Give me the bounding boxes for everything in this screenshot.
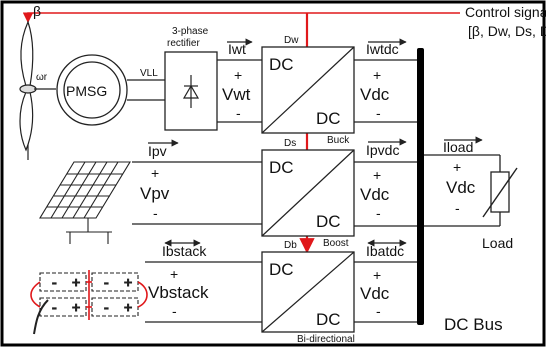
dc1-plus: + bbox=[373, 67, 381, 83]
converter-2-bottom: DC bbox=[316, 212, 341, 231]
stack-plus: + bbox=[170, 266, 178, 282]
variable-resistor-icon bbox=[482, 167, 518, 218]
converter-3-type: Bi-directional bbox=[297, 334, 355, 345]
svg-text:-: - bbox=[104, 299, 109, 315]
stack-minus: - bbox=[172, 303, 177, 319]
dc1-minus: - bbox=[376, 105, 381, 121]
iwtdc-label: Iwtdc bbox=[366, 41, 399, 57]
converter-3-bottom: DC bbox=[316, 310, 341, 329]
dc3-plus: + bbox=[373, 267, 381, 283]
vbstack-label: Vbstack bbox=[148, 283, 209, 302]
dc2-minus: - bbox=[376, 205, 381, 221]
ipv-label: Ipv bbox=[148, 143, 167, 159]
wind-turbine-icon bbox=[19, 20, 37, 160]
converter-2-type: Boost bbox=[323, 238, 349, 249]
converter-2-top: DC bbox=[269, 158, 294, 177]
pv-panel-icon bbox=[39, 161, 131, 244]
control-signals-title: Control signals bbox=[465, 4, 546, 20]
converter-2-duty: Ds bbox=[284, 138, 296, 149]
svg-text:-: - bbox=[52, 299, 57, 315]
dc-bus-bar bbox=[417, 48, 424, 325]
dc1-voltage: Vdc bbox=[360, 85, 390, 104]
dc2-voltage: Vdc bbox=[360, 185, 390, 204]
pv-minus: - bbox=[153, 205, 158, 221]
converter-1-duty: Dw bbox=[284, 35, 299, 46]
wt-plus: + bbox=[234, 67, 242, 83]
rectifier-label-line2: rectifier bbox=[167, 38, 200, 49]
control-signals-list: [β, Dw, Ds, Db] bbox=[468, 23, 546, 39]
rectifier-label-line1: 3-phase bbox=[172, 26, 209, 37]
converter-3 bbox=[261, 251, 355, 333]
ipvdc-label: Ipvdc bbox=[366, 142, 399, 158]
load-minus: - bbox=[455, 200, 460, 216]
svg-text:+: + bbox=[72, 299, 80, 315]
svg-text:+: + bbox=[72, 274, 80, 290]
vwt-label: Vwt bbox=[222, 85, 251, 104]
load-label: Load bbox=[482, 235, 513, 251]
load-voltage: Vdc bbox=[446, 178, 476, 197]
converter-1-bottom: DC bbox=[316, 109, 341, 128]
pv-plus: + bbox=[151, 165, 159, 181]
svg-text:-: - bbox=[104, 274, 109, 290]
svg-text:-: - bbox=[52, 274, 57, 290]
converter-1-top: DC bbox=[269, 55, 294, 74]
ibatdc-label: Ibatdc bbox=[366, 243, 404, 259]
converter-3-duty: Db bbox=[284, 240, 297, 251]
converter-1 bbox=[261, 46, 355, 134]
converter-2 bbox=[261, 149, 355, 237]
dc3-voltage: Vdc bbox=[360, 284, 390, 303]
ibstack-label: Ibstack bbox=[162, 243, 207, 259]
svg-text:+: + bbox=[124, 299, 132, 315]
pmsg-generator bbox=[56, 54, 128, 126]
converter-3-top: DC bbox=[269, 260, 294, 279]
omega-label: ωr bbox=[36, 72, 48, 83]
beta-label: β bbox=[33, 3, 41, 19]
svg-text:+: + bbox=[124, 274, 132, 290]
vpv-label: Vpv bbox=[140, 184, 170, 203]
wt-minus: - bbox=[236, 105, 241, 121]
dc3-minus: - bbox=[376, 303, 381, 319]
dc-bus-label: DC Bus bbox=[444, 315, 503, 334]
battery-links bbox=[30, 270, 148, 320]
load-plus: + bbox=[453, 159, 461, 175]
dc2-plus: + bbox=[373, 167, 381, 183]
diode-icon bbox=[182, 75, 200, 108]
converter-1-type: Buck bbox=[327, 135, 350, 146]
pmsg-label: PMSG bbox=[66, 83, 107, 99]
iload-label: Iload bbox=[443, 139, 473, 155]
vll-label: VLL bbox=[140, 68, 158, 79]
iwt-label: Iwt bbox=[228, 41, 246, 57]
